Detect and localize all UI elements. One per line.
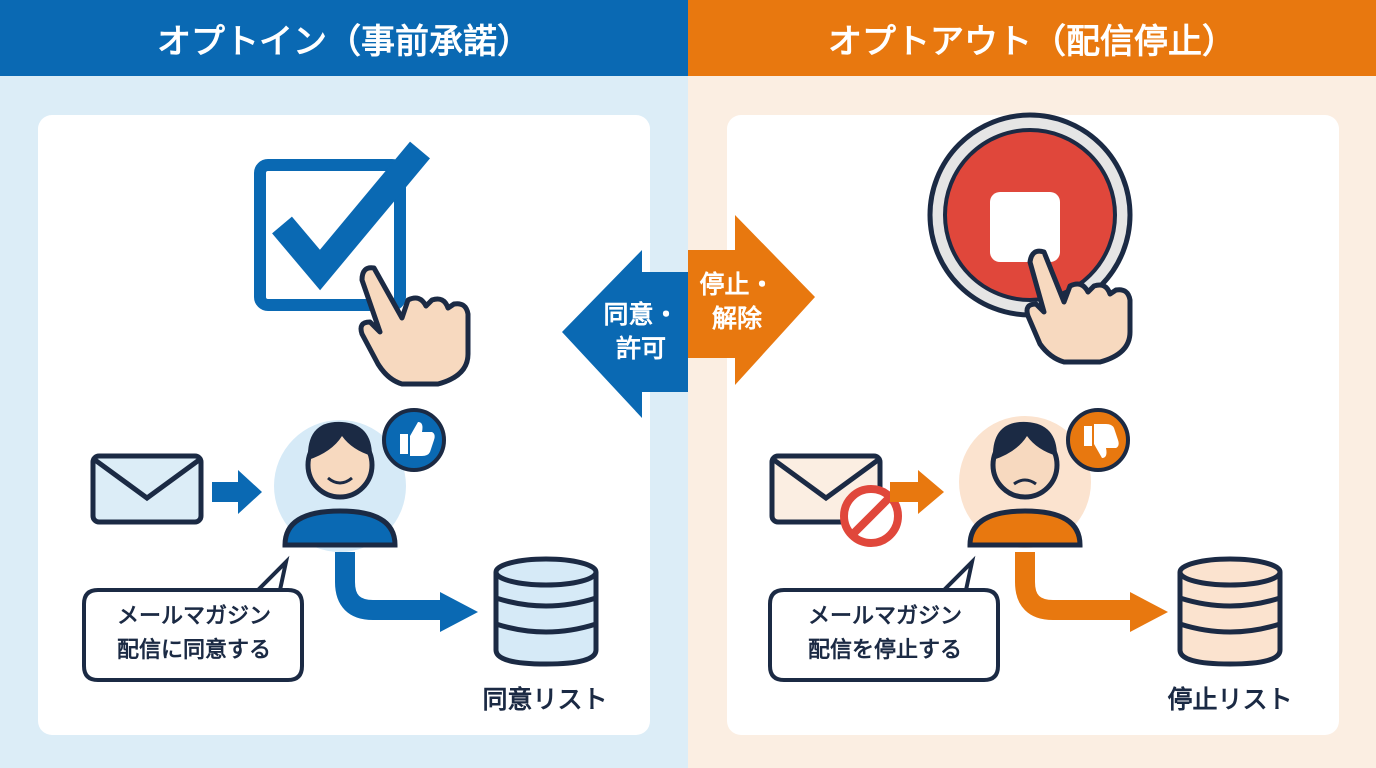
optout-speech-line1: メールマガジン <box>807 604 962 629</box>
database-icon-optout <box>1177 556 1283 667</box>
list-arrow-optout <box>1015 552 1133 620</box>
speech-bubble-optout <box>768 555 1000 682</box>
optin-list-label: 同意リスト <box>482 685 608 714</box>
prohibited-icon <box>840 485 902 547</box>
stop-arrow-line2: 解除 <box>711 304 762 333</box>
consent-arrow-line1: 同意・ <box>603 300 679 329</box>
consent-arrow-line2: 許可 <box>615 334 666 363</box>
happy-user-avatar <box>282 421 398 548</box>
checkbox-icon <box>254 141 430 311</box>
optin-title: オプトイン（事前承諾） <box>0 0 688 76</box>
arrow-icon <box>890 470 944 514</box>
stop-button-icon <box>927 112 1133 318</box>
optin-speech-line2: 配信に同意する <box>116 638 271 663</box>
optin-speech-line1: メールマガジン <box>116 604 271 629</box>
stop-arrow <box>688 215 815 385</box>
pointing-hand-icon <box>1024 248 1133 365</box>
thumbs-down-icon <box>1066 408 1130 472</box>
stop-arrow-label: 停止・ 解除 <box>692 268 782 336</box>
consent-arrow <box>562 250 688 418</box>
sad-user-avatar <box>967 421 1083 548</box>
optout-title: オプトアウト（配信停止） <box>688 0 1376 76</box>
optout-speech-text: メールマガジン 配信を停止する <box>772 600 998 668</box>
optout-list-label: 停止リスト <box>1167 685 1293 714</box>
list-arrow-optin <box>335 552 443 620</box>
optout-speech-line2: 配信を停止する <box>807 638 962 663</box>
speech-bubble-optin <box>82 555 304 682</box>
envelope-icon <box>90 453 204 525</box>
consent-arrow-label: 同意・ 許可 <box>596 298 686 366</box>
thumbs-up-icon <box>382 408 446 472</box>
database-icon-optin <box>493 556 599 667</box>
optin-speech-text: メールマガジン 配信に同意する <box>86 600 302 668</box>
stop-arrow-line1: 停止・ <box>699 270 775 299</box>
pointing-hand-icon <box>358 265 471 387</box>
arrow-icon <box>212 470 262 514</box>
